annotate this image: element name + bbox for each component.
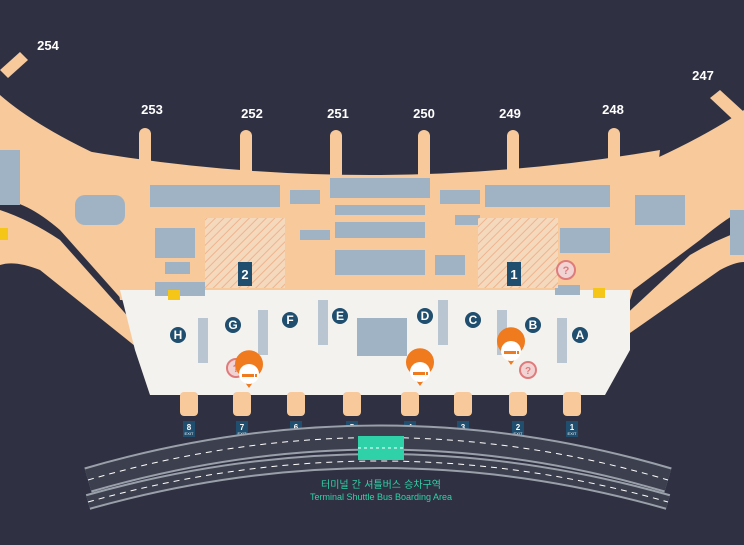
zone-d-badge[interactable]: D (417, 308, 433, 324)
gate-253-label: 253 (141, 102, 163, 117)
zone-letter: C (469, 313, 478, 327)
counter-1-label: 1 (510, 267, 517, 282)
gate-248-label: 248 (602, 102, 624, 117)
zone-letter: F (286, 313, 293, 327)
door-number: 6 (294, 423, 299, 432)
counter-2-label: 2 (241, 267, 248, 282)
door-exit-label: EXIT (568, 431, 577, 436)
gate-252-label: 252 (241, 106, 263, 121)
smoking-area-icon[interactable] (497, 327, 525, 365)
zone-letter: G (228, 318, 237, 332)
door-number: 7 (240, 423, 245, 432)
gate-piers (139, 128, 620, 180)
zone-letter: H (174, 328, 183, 342)
zone-c-badge[interactable]: C (465, 312, 481, 328)
door-number: 1 (570, 423, 575, 432)
gate-247-label: 247 (692, 68, 714, 83)
smoking-area-icon[interactable] (406, 348, 434, 386)
zone-letter: E (336, 309, 344, 323)
door-exit-label: EXIT (514, 431, 523, 436)
door-number: 8 (187, 423, 192, 432)
zone-b-badge[interactable]: B (525, 317, 541, 333)
zone-g-badge[interactable]: G (225, 317, 241, 333)
zone-h-badge[interactable]: H (170, 327, 186, 343)
yellow-service-icons (0, 228, 605, 300)
counter-markers: 2 1 (238, 262, 521, 286)
information-icon[interactable]: ? (556, 260, 576, 280)
gate-254-label: 254 (37, 38, 59, 53)
zone-e-badge[interactable]: E (332, 308, 348, 324)
gate-249-label: 249 (499, 106, 521, 121)
door-exit-label: EXIT (238, 431, 247, 436)
door-number: 2 (516, 423, 521, 432)
shuttle-title-english: Terminal Shuttle Bus Boarding Area (310, 492, 452, 502)
center-block (357, 318, 407, 356)
smoking-markers (235, 327, 525, 388)
zone-f-badge[interactable]: F (282, 312, 298, 328)
svg-text:?: ? (563, 265, 570, 277)
checkin-zones: A B C D E F G H (170, 308, 588, 343)
shuttle-title-korean: 터미널 간 셔틀버스 승차구역 (321, 479, 441, 491)
door-number: 3 (461, 423, 466, 432)
gate-251-label: 251 (327, 106, 349, 121)
gate-labels: 254 253 252 251 250 249 248 247 (37, 38, 714, 121)
smoking-area-icon[interactable] (235, 350, 263, 388)
door-exit-label: EXIT (185, 431, 194, 436)
zone-a-badge[interactable]: A (572, 327, 588, 343)
information-icon[interactable]: ? (519, 361, 537, 379)
zone-letter: D (421, 309, 430, 323)
zone-letter: A (576, 328, 585, 342)
gate-250-label: 250 (413, 106, 435, 121)
zone-letter: B (529, 318, 538, 332)
svg-text:?: ? (525, 366, 531, 377)
shop-blocks (0, 150, 744, 296)
